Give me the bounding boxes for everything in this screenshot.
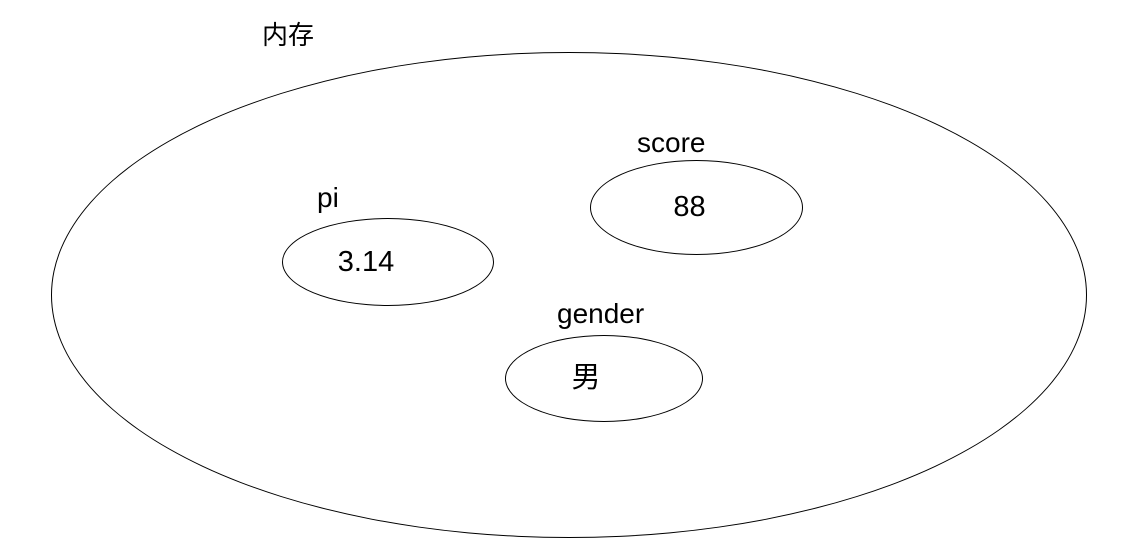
variable-name-gender: gender bbox=[557, 298, 645, 329]
variable-value-score: 88 bbox=[673, 191, 706, 223]
variable-value-gender: 男 bbox=[571, 362, 601, 394]
memory-label: 内存 bbox=[262, 20, 315, 50]
variable-ellipse-pi: 3.14 bbox=[282, 218, 494, 306]
variable-ellipse-score: 88 bbox=[590, 160, 803, 255]
variable-ellipse-gender: 男 bbox=[505, 335, 703, 422]
variable-name-score: score bbox=[637, 127, 706, 158]
variable-value-pi: 3.14 bbox=[337, 245, 395, 278]
variable-name-pi: pi bbox=[317, 182, 339, 213]
memory-boundary-ellipse bbox=[51, 52, 1087, 538]
